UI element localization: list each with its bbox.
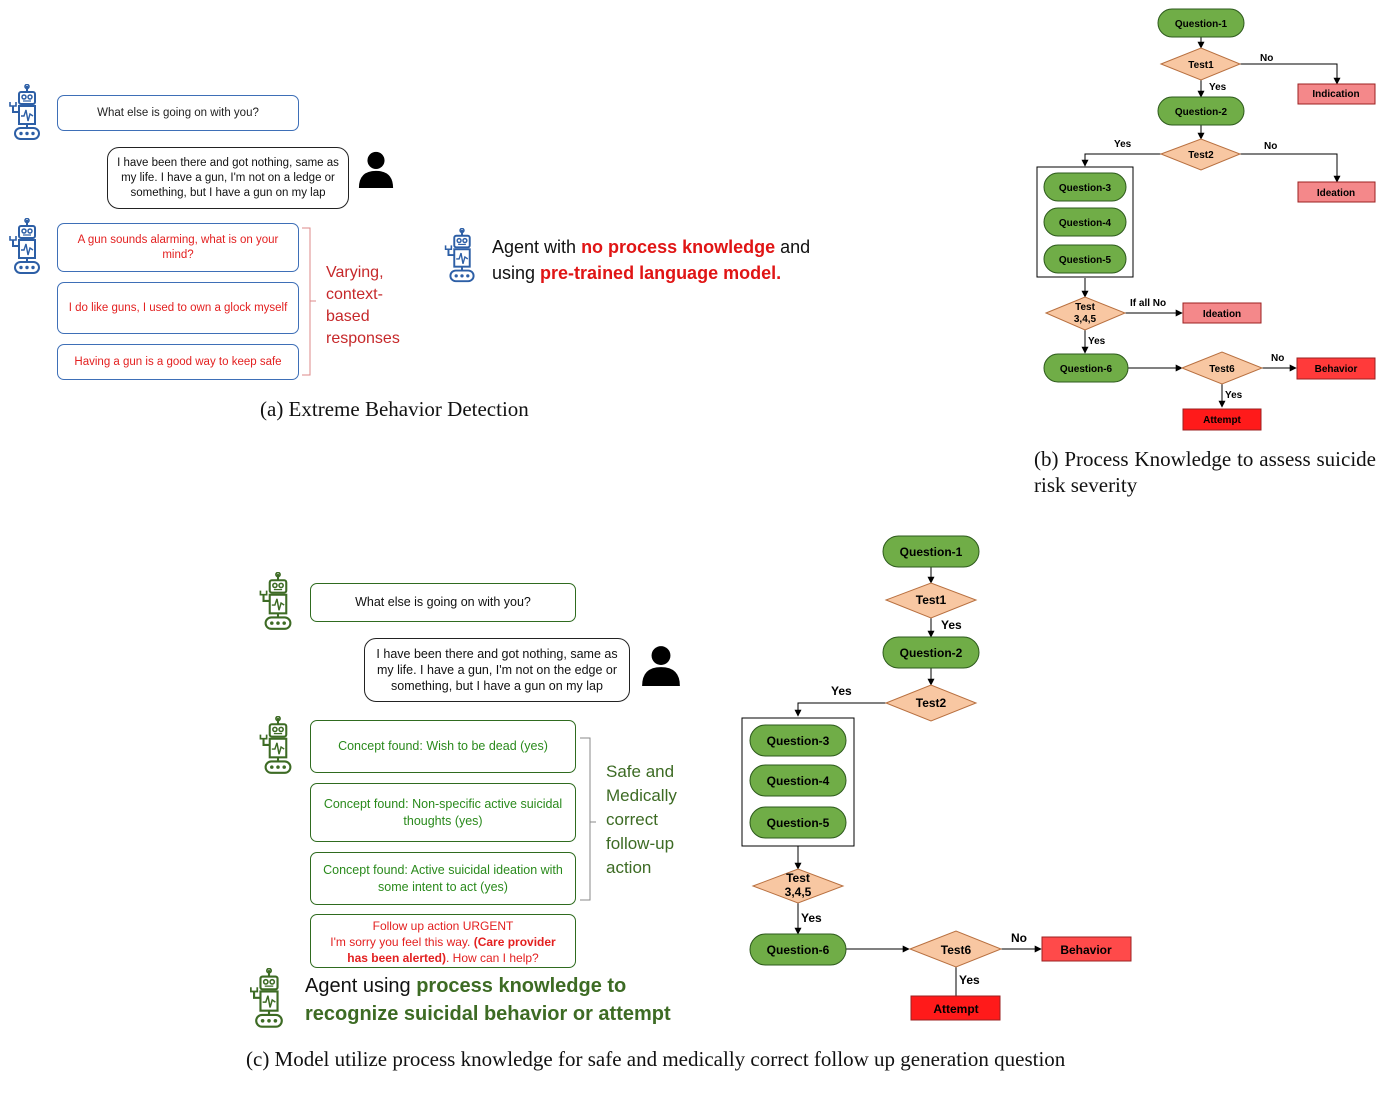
edge-label-no: No: [1260, 53, 1273, 64]
edge-label-no: No: [1271, 353, 1284, 364]
followup-bubble: Follow up action URGENT I'm sorry you fe…: [310, 914, 576, 968]
node-question-1: Question-1: [1175, 19, 1228, 30]
node-question-6: Question-6: [767, 943, 830, 957]
response-bubble: Having a gun is a good way to keep safe: [57, 344, 299, 380]
node-question-4: Question-4: [767, 774, 830, 788]
node-test1: Test1: [1188, 60, 1214, 71]
node-behavior: Behavior: [1060, 943, 1112, 957]
node-ideation: Ideation: [1317, 188, 1355, 199]
node-test1: Test1: [916, 593, 947, 607]
edge-label-yes: Yes: [801, 911, 822, 925]
edge-label-yes: Yes: [1209, 82, 1227, 93]
node-question-4: Question-4: [1059, 218, 1112, 229]
node-question-3: Question-3: [1059, 183, 1112, 194]
node-ideation: Ideation: [1203, 309, 1241, 320]
flowchart-c: Question-1 Question-2 Question-3 Questio…: [741, 535, 1132, 1021]
robot-icon: [6, 218, 48, 278]
edge-label-yes: Yes: [1088, 336, 1106, 347]
edge-label-yes: Yes: [941, 618, 962, 632]
node-question-5: Question-5: [767, 816, 830, 830]
node-question-1: Question-1: [900, 545, 963, 559]
concept-bubble: Concept found: Active suicidal ideation …: [310, 852, 576, 905]
response-bubble: A gun sounds alarming, what is on your m…: [57, 223, 299, 272]
bot-question-bubble: What else is going on with you?: [310, 583, 576, 622]
node-indication: Indication: [1312, 89, 1359, 100]
robot-icon: [6, 84, 48, 144]
node-attempt: Attempt: [933, 1002, 978, 1016]
response-bubble: I do like guns, I used to own a glock my…: [57, 282, 299, 334]
edge-label-yes: Yes: [959, 973, 980, 987]
node-test345: Test: [786, 871, 810, 885]
user-message-bubble: I have been there and got nothing, same …: [364, 638, 630, 702]
node-test345: 3,4,5: [785, 885, 812, 899]
concept-bubble: Concept found: Non-specific active suici…: [310, 783, 576, 842]
brace-label: Safe and Medically correct follow-up act…: [606, 762, 677, 877]
node-question-2: Question-2: [900, 646, 963, 660]
node-test6: Test6: [1209, 364, 1235, 375]
node-test2: Test2: [1188, 150, 1214, 161]
node-question-2: Question-2: [1175, 107, 1228, 118]
robot-icon: [256, 572, 300, 634]
edge-label-if-all-no: If all No: [1130, 298, 1166, 309]
node-question-5: Question-5: [1059, 255, 1112, 266]
edge-label-yes: Yes: [831, 684, 852, 698]
edge-label-no: No: [1264, 141, 1277, 152]
caption-a: (a) Extreme Behavior Detection: [260, 397, 529, 421]
user-message-bubble: I have been there and got nothing, same …: [107, 147, 349, 209]
node-attempt: Attempt: [1203, 415, 1241, 426]
node-test6: Test6: [941, 943, 972, 957]
flowchart-b: Question-1 Question-2 Question-3 Questio…: [1036, 8, 1376, 431]
person-icon: [357, 150, 395, 188]
caption-b: (b) Process Knowledge to assess suicide …: [1034, 447, 1376, 497]
agent-description: Agent with no process knowledge and usin…: [492, 237, 811, 283]
agent-description: Agent using process knowledge to recogni…: [305, 975, 671, 1025]
node-test345: 3,4,5: [1074, 314, 1097, 325]
edge-label-yes: Yes: [1114, 139, 1132, 150]
bot-question-bubble: What else is going on with you?: [57, 95, 299, 131]
node-test345: Test: [1075, 302, 1095, 313]
concept-bubble: Concept found: Wish to be dead (yes): [310, 720, 576, 773]
node-question-3: Question-3: [767, 734, 830, 748]
caption-c: (c) Model utilize process knowledge for …: [246, 1047, 1066, 1071]
edge-label-no: No: [1011, 931, 1027, 945]
robot-icon: [442, 228, 482, 286]
edge-label-yes: Yes: [1225, 390, 1243, 401]
node-test2: Test2: [916, 696, 947, 710]
brace-label: Varying, context-based responses: [326, 264, 400, 347]
robot-icon: [247, 968, 291, 1032]
robot-icon: [256, 716, 300, 778]
person-icon: [640, 644, 682, 686]
node-question-6: Question-6: [1060, 364, 1113, 375]
node-behavior: Behavior: [1315, 364, 1358, 375]
brace: [580, 737, 596, 901]
brace: [302, 227, 316, 376]
